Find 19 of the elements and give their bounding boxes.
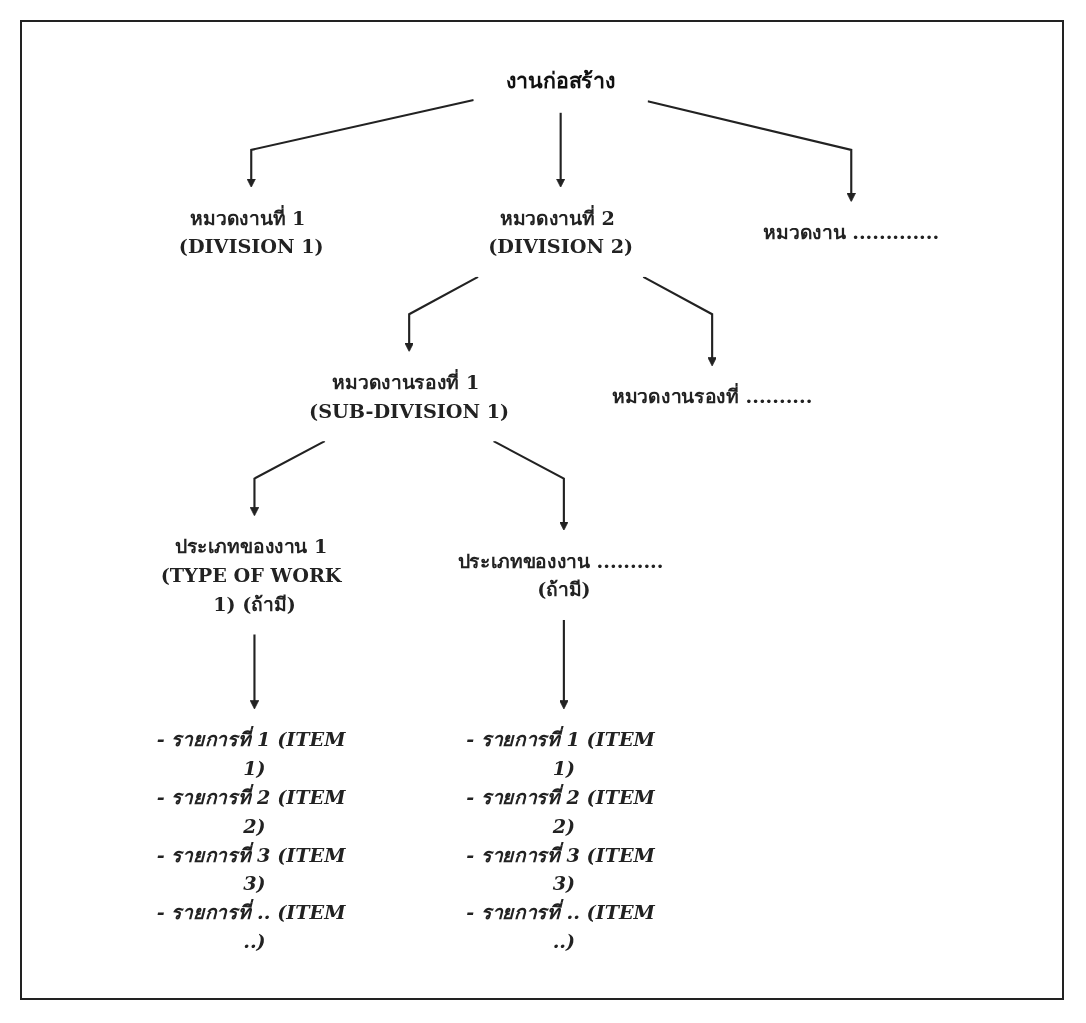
node-text: - รายการที่ 1 (ITEM 1) - รายการที่ 2 (ITEM 2) - รายการที่ 3 (ITEM 3) - รายการที่ .. (ITEM ..) [466,728,655,953]
node-text: หมวดงานรองที่ .......... [612,385,813,408]
node-text: งานก่อสร้าง [505,67,616,94]
arrow [493,440,569,531]
node-text: หมวดงานรองที่ 1 (SUB-DIVISION 1) [309,370,510,422]
arrow [246,99,475,188]
arrow [249,440,326,517]
node-text: หมวดงานที่ 1 (DIVISION 1) [178,206,324,258]
node-text: หมวดงาน ............. [763,220,940,244]
node-text: ประเภทของงาน .......... (ถ้ามี) [457,549,664,601]
arrow [404,275,479,352]
node-text: หมวดงานที่ 2 (DIVISION 2) [488,206,634,258]
arrow [556,112,566,188]
node-text: ประเภทของงาน 1 (TYPE OF WORK 1) (ถ้ามี) [160,535,342,616]
arrow [642,275,717,367]
arrow [249,634,260,710]
arrow [559,619,569,710]
arrow [647,100,857,203]
node-text: - รายการที่ 1 (ITEM 1) - รายการที่ 2 (ITEM 2) - รายการที่ 3 (ITEM 3) - รายการที่ .. (ITEM ..) [156,728,346,953]
